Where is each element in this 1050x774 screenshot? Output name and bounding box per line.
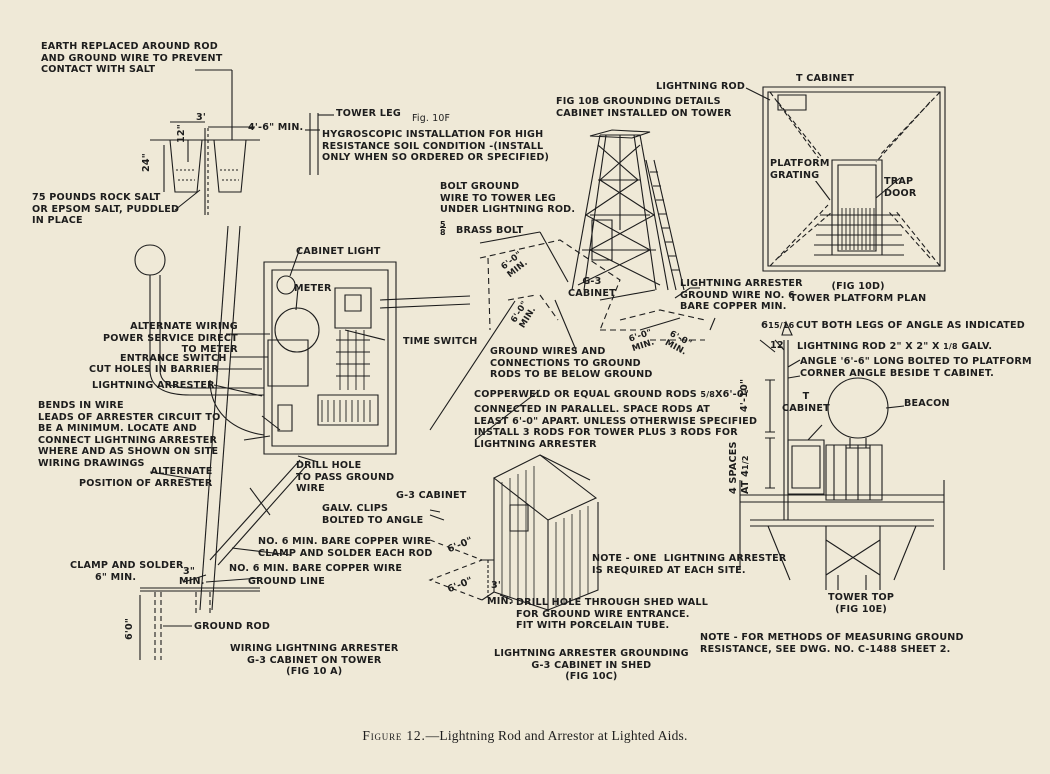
lightning-arrester-label: LIGHTNING ARRESTER: [92, 380, 215, 391]
bolt-ground-label: BOLT GROUND WIRE TO TOWER LEG UNDER LIGH…: [440, 181, 576, 216]
bends-note: BENDS IN WIRE LEADS OF ARRESTER CIRCUIT …: [38, 400, 221, 469]
dim-4ft6: 4'-6" MIN.: [248, 122, 304, 133]
ground-line-label: GROUND LINE: [248, 576, 326, 587]
fig10a-title: WIRING LIGHTNING ARRESTER G-3 CABINET ON…: [230, 643, 399, 678]
one-arrester-note: NOTE - ONE LIGHTNING ARRESTER IS REQUIRE…: [592, 553, 787, 576]
tower-leg-label: TOWER LEG: [336, 108, 401, 119]
dim-4ft10: 4'-10": [739, 378, 750, 412]
beacon-label: BEACON: [904, 398, 950, 409]
brass-bolt-num: 5: [440, 220, 446, 229]
copperweld-text: COPPERWELD OR EQUAL GROUND RODS: [474, 389, 697, 400]
fig10d-title: (FIG 10D) TOWER PLATFORM PLAN: [790, 281, 927, 304]
ground-rod-label: GROUND ROD: [194, 621, 271, 632]
resistance-note: NOTE - FOR METHODS OF MEASURING GROUND R…: [700, 632, 964, 655]
hygroscopic-note: HYGROSCOPIC INSTALLATION FOR HIGH RESIST…: [322, 129, 550, 164]
copperweld-fraction: 5/8: [700, 390, 716, 399]
dim-12-angle: 12: [770, 340, 784, 351]
fig10c-title: LIGHTNING ARRESTER GROUNDING G-3 CABINET…: [494, 648, 689, 683]
t-cabinet-top-label: T CABINET: [796, 73, 855, 84]
spaces-frac: 1/2: [740, 455, 750, 470]
time-switch-label: TIME SWITCH: [403, 336, 478, 347]
trap-door-label: TRAP DOOR: [884, 176, 917, 199]
page-number: 17: [0, 360, 2, 374]
bare-copper-wire-label: NO. 6 MIN. BARE COPPER WIRE: [229, 563, 403, 574]
arrester-ground-wire-label: LIGHTNING ARRESTER GROUND WIRE NO. 6 BAR…: [680, 278, 803, 313]
lightning-rod-size-text: LIGHTNING ROD 2" X 2" X: [797, 341, 940, 352]
cabinet-light-label: CABINET LIGHT: [296, 246, 381, 257]
fig10e-title: TOWER TOP (FIG 10E): [828, 592, 895, 615]
drill-through-wall-label: DRILL HOLE THROUGH SHED WALL FOR GROUND …: [516, 597, 709, 632]
fig10b-drawing: [430, 130, 715, 440]
fig10b-title: FIG 10B GROUNDING DETAILS CABINET INSTAL…: [556, 96, 732, 119]
dim-6in-min: 6" MIN.: [95, 572, 137, 583]
dim-3in: 3": [183, 566, 196, 577]
copperweld-length: X6'-0": [715, 389, 749, 400]
cut-holes-label: CUT HOLES IN BARRIER: [89, 364, 219, 375]
lightning-rod-size-frac: 1/8: [943, 342, 958, 351]
dim-6-15-16-frac: 15/16: [768, 321, 795, 330]
shed-dim-min: MIN.: [487, 596, 513, 607]
dim-12in: 12": [176, 124, 187, 143]
t-cabinet-label: T CABINET: [782, 391, 830, 414]
copperweld-label: COPPERWELD OR EQUAL GROUND RODS 5/8X6'-0…: [474, 389, 749, 401]
dim-6ft0: 6'0": [124, 617, 135, 640]
lightning-rod-galv: GALV.: [961, 341, 993, 352]
caption-text: —Lightning Rod and Arrestor at Lighted A…: [425, 728, 688, 743]
fig10f-label: Fig. 10F: [412, 113, 451, 124]
rock-salt-label: 75 POUNDS ROCK SALT OR EPSOM SALT, PUDDL…: [32, 192, 180, 227]
cut-both-legs-label: CUT BOTH LEGS OF ANGLE AS INDICATED: [796, 320, 1025, 331]
platform-grating-label: PLATFORM GRATING: [770, 158, 830, 182]
fig10c-drawing: [430, 455, 598, 610]
drill-hole-label: DRILL HOLE TO PASS GROUND WIRE: [296, 460, 395, 495]
caption-prefix: Figure 12.: [362, 728, 426, 743]
dim-6-15-16: 615/16: [761, 320, 794, 332]
lightning-rod-label: LIGHTNING ROD: [656, 81, 746, 92]
fig10e-drawing: [740, 322, 944, 590]
angle-note: ANGLE '6'-6" LONG BOLTED TO PLATFORM COR…: [800, 356, 1032, 379]
spaces-label: 4 SPACES AT 41/2: [728, 441, 751, 494]
galv-clips-label: GALV. CLIPS BOLTED TO ANGLE: [322, 503, 424, 526]
brass-bolt-den: 8: [440, 227, 446, 237]
alternate-wiring-label: ALTERNATE WIRING POWER SERVICE DIRECT TO…: [103, 321, 238, 356]
entrance-switch-label: ENTRANCE SWITCH: [120, 353, 227, 364]
dim-3ft: 3': [196, 112, 207, 123]
g3-cabinet-label: G-3 CABINET: [396, 490, 467, 501]
clamp-and-solder-label: CLAMP AND SOLDER: [70, 560, 184, 571]
dim-24in: 24": [141, 153, 152, 172]
alternate-position-label: ALTERNATE POSITION OF ARRESTER: [79, 466, 213, 489]
parallel-rods-note: CONNECTED IN PARALLEL. SPACE RODS AT LEA…: [474, 404, 758, 450]
earth-replaced-label: EARTH REPLACED AROUND ROD AND GROUND WIR…: [41, 41, 223, 76]
shed-dim-3ft: 3': [491, 580, 502, 591]
dim-6-15-16-whole: 6: [761, 320, 769, 331]
ground-wires-note: GROUND WIRES AND CONNECTIONS TO GROUND R…: [490, 346, 653, 381]
fig10a-drawing: [135, 226, 470, 660]
fig10d-drawing: [746, 87, 945, 271]
lightning-rod-size-label: LIGHTNING ROD 2" X 2" X 1/8 GALV.: [797, 341, 992, 353]
figure-caption: Figure 12.—Lightning Rod and Arrestor at…: [0, 728, 1050, 744]
fig10f-drawing: [150, 70, 334, 215]
dim-3in-min: MIN.: [179, 576, 205, 587]
g3-cabinet-tower-label: G-3 CABINET: [568, 276, 616, 299]
bare-copper-clamp-label: NO. 6 MIN. BARE COPPER WIRE CLAMP AND SO…: [258, 536, 433, 559]
meter-label: METER: [294, 283, 332, 294]
brass-bolt-label: BRASS BOLT: [456, 225, 524, 236]
